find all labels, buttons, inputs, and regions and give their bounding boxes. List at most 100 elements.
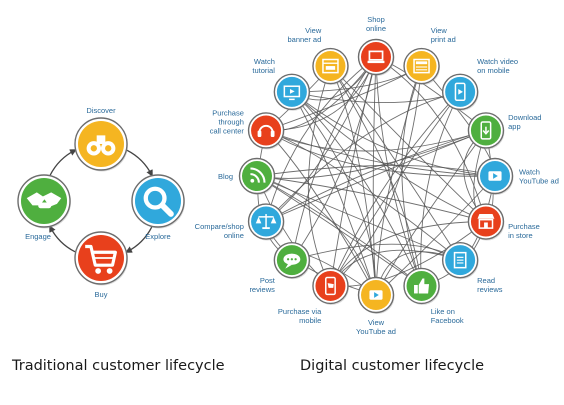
node-view-youtube-ad bbox=[357, 276, 395, 314]
connection-line bbox=[330, 65, 487, 222]
connection-line bbox=[307, 65, 331, 287]
connection-line bbox=[256, 175, 461, 261]
connection-line bbox=[256, 175, 487, 222]
node-download-app bbox=[467, 112, 505, 150]
connection-line bbox=[265, 130, 487, 222]
connection-line bbox=[291, 91, 461, 103]
node-watch-youtube-ad bbox=[476, 157, 514, 195]
connection-line bbox=[265, 56, 377, 222]
connection-line bbox=[256, 164, 496, 177]
connection-line bbox=[291, 91, 422, 287]
thumbs-up-icon bbox=[414, 278, 430, 294]
connection-line bbox=[375, 56, 487, 222]
speech-bubble-icon bbox=[283, 253, 301, 269]
connection-line bbox=[256, 130, 487, 179]
storefront-icon bbox=[477, 214, 495, 229]
connection-line bbox=[330, 91, 461, 287]
connection-line bbox=[420, 91, 461, 286]
digital-caption: Digital customer lifecycle bbox=[300, 358, 485, 374]
stage-label-engage: Engage bbox=[25, 232, 51, 241]
connection-line bbox=[330, 65, 461, 261]
node-post-reviews bbox=[273, 241, 311, 280]
binoculars-icon bbox=[86, 135, 116, 156]
connection-line bbox=[291, 91, 487, 222]
connection-line bbox=[291, 56, 377, 261]
connection-line bbox=[330, 65, 422, 286]
magnifier-icon bbox=[143, 186, 174, 217]
node-shop-online bbox=[357, 38, 395, 76]
node-watch-tutorial bbox=[273, 73, 311, 111]
mobile-cart-icon bbox=[325, 276, 336, 296]
video-play-icon bbox=[369, 290, 383, 300]
headset-icon bbox=[257, 124, 275, 138]
node-view-print-ad bbox=[403, 47, 441, 86]
connection-line bbox=[375, 65, 422, 296]
phone-video-icon bbox=[454, 82, 466, 102]
video-play-icon bbox=[488, 171, 502, 181]
handshake-icon bbox=[26, 192, 62, 209]
phone-download-icon bbox=[480, 121, 492, 140]
stage-label-discover: Discover bbox=[86, 106, 116, 115]
node-purchase-via-mobile bbox=[312, 267, 349, 305]
connection-line bbox=[330, 56, 377, 286]
connection-line bbox=[256, 175, 422, 287]
connection-line bbox=[330, 91, 461, 287]
node-view-banner-ad bbox=[312, 47, 349, 86]
cycle-arrow bbox=[49, 149, 77, 176]
connection-line bbox=[330, 66, 422, 287]
node-like-on-facebook bbox=[403, 267, 441, 305]
connection-line bbox=[265, 56, 377, 222]
node-read-reviews bbox=[441, 241, 479, 280]
cycle-arrow bbox=[126, 149, 153, 177]
connection-line bbox=[265, 130, 496, 177]
balance-scale-icon bbox=[255, 214, 277, 230]
stage-explore bbox=[131, 174, 185, 229]
connection-line bbox=[375, 56, 422, 287]
connection-line bbox=[291, 91, 377, 296]
connection-line bbox=[291, 91, 377, 296]
stage-label-explore: Explore bbox=[145, 232, 170, 241]
stage-discover bbox=[74, 117, 128, 172]
node-purchase-in-store bbox=[467, 203, 505, 241]
connection-line bbox=[256, 175, 377, 296]
node-label-blog: Blog bbox=[218, 172, 233, 181]
node-blog bbox=[238, 157, 276, 195]
node-purchase-call-center bbox=[247, 112, 285, 150]
connection-line bbox=[291, 91, 496, 177]
shopping-cart-icon bbox=[85, 244, 117, 274]
connection-line bbox=[291, 56, 377, 261]
cycle-arrow bbox=[125, 226, 153, 253]
stage-engage bbox=[17, 174, 71, 229]
browser-ad-icon bbox=[322, 58, 339, 74]
node-compare-shop-online bbox=[247, 203, 285, 241]
newspaper-icon bbox=[413, 58, 430, 74]
stage-label-buy: Buy bbox=[95, 290, 108, 299]
document-icon bbox=[453, 251, 467, 269]
tv-screen-icon bbox=[283, 85, 301, 101]
rss-icon bbox=[250, 167, 266, 183]
connection-line bbox=[401, 65, 422, 287]
laptop-icon bbox=[367, 50, 385, 64]
cycle-arrow bbox=[49, 225, 76, 253]
node-watch-video-mobile bbox=[441, 73, 479, 111]
stage-buy bbox=[74, 231, 128, 286]
traditional-caption: Traditional customer lifecycle bbox=[12, 358, 225, 374]
